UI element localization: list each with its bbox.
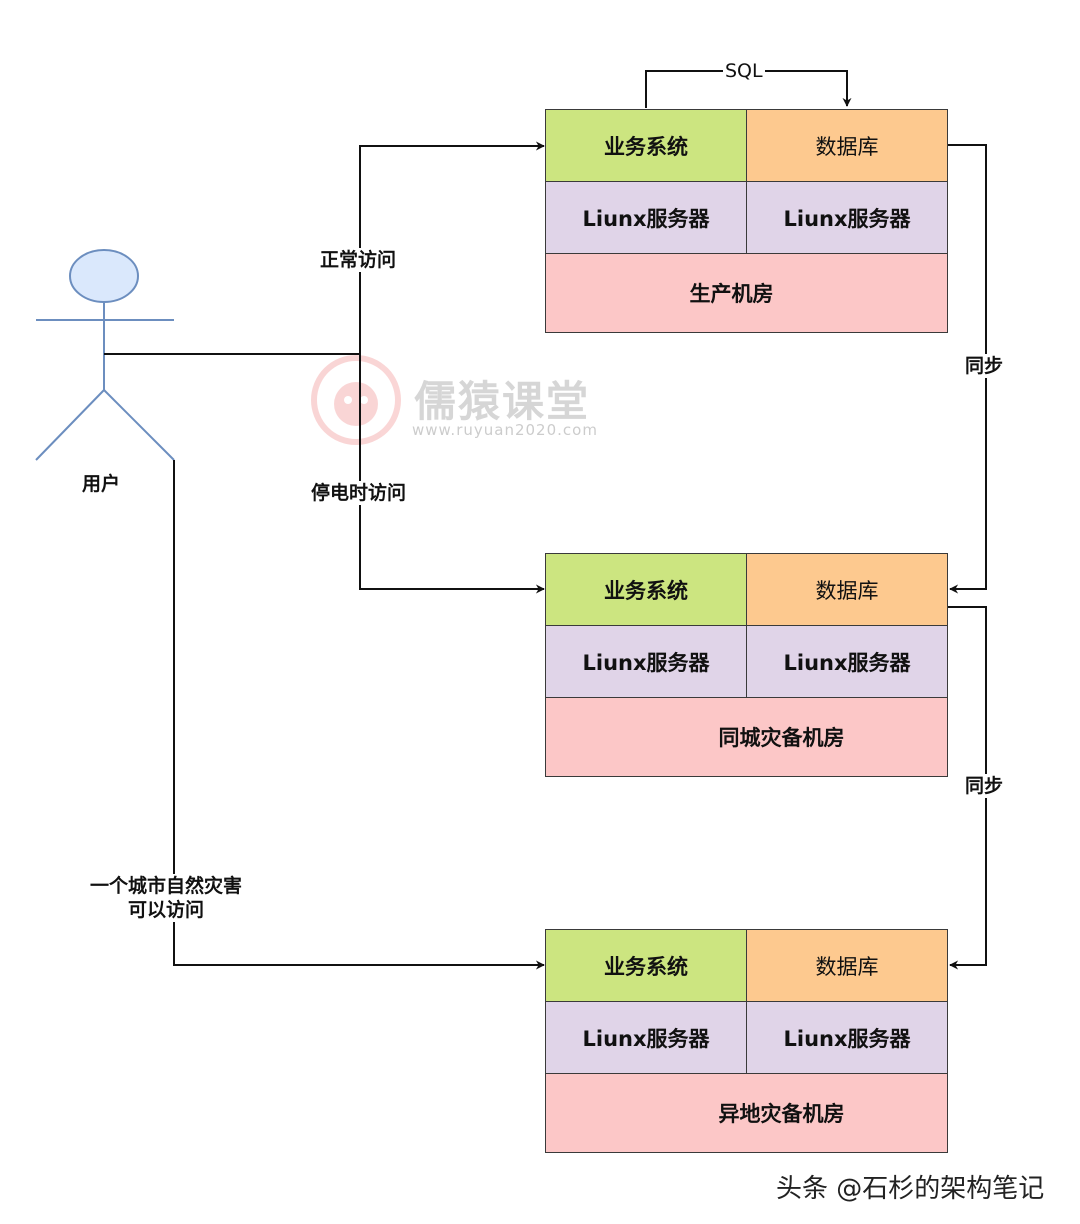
sync-label-2: 同步 — [965, 774, 1004, 798]
linux-server-cell-right: Liunx服务器 — [746, 181, 948, 254]
disaster-access-label-line1: 一个城市自然灾害 — [90, 875, 243, 897]
disaster-access-edge — [173, 460, 545, 970]
room-name-cell: 异地灾备机房 — [545, 1073, 948, 1153]
room-name-cell: 同城灾备机房 — [545, 697, 948, 777]
outage-access-edge — [359, 354, 545, 594]
watermark-name: 儒猿课堂 — [414, 377, 591, 426]
normal-access-label: 正常访问 — [320, 248, 397, 272]
sync-label-1: 同步 — [965, 354, 1004, 378]
linux-server-cell-right: Liunx服务器 — [746, 1001, 948, 1074]
business-system-cell: 业务系统 — [545, 929, 747, 1002]
footer-credit: 头条 @石杉的架构笔记 — [776, 1174, 1045, 1204]
database-cell: 数据库 — [746, 109, 948, 182]
linux-server-cell-right: Liunx服务器 — [746, 625, 948, 698]
disaster-access-label-line2: 可以访问 — [128, 899, 205, 921]
user-label: 用户 — [82, 472, 121, 496]
business-system-cell: 业务系统 — [545, 553, 747, 626]
database-cell: 数据库 — [746, 553, 948, 626]
disaster-access-label: 一个城市自然灾害 可以访问 — [90, 874, 243, 922]
database-cell: 数据库 — [746, 929, 948, 1002]
linux-server-cell-left: Liunx服务器 — [545, 625, 747, 698]
watermark-logo-icon — [311, 355, 401, 445]
watermark-url: www.ruyuan2020.com — [412, 421, 598, 439]
room-name-cell: 生产机房 — [545, 253, 948, 333]
user-actor-icon — [35, 249, 175, 461]
sql-label: SQL — [723, 59, 765, 83]
outage-access-label: 停电时访问 — [311, 481, 407, 505]
business-system-cell: 业务系统 — [545, 109, 747, 182]
linux-server-cell-left: Liunx服务器 — [545, 1001, 747, 1074]
linux-server-cell-left: Liunx服务器 — [545, 181, 747, 254]
